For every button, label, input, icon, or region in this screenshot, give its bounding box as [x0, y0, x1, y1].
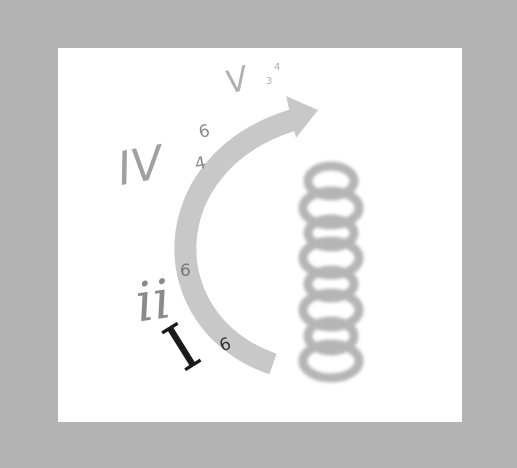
chord-ii-numeral: ii	[132, 267, 175, 334]
chord-V: V 4 3	[221, 58, 281, 102]
chord-IV-figure-top: 6	[197, 121, 212, 143]
stacked-eights-icon	[303, 166, 359, 378]
chord-V-figure-bottom: 3	[266, 76, 272, 87]
illustration-canvas: I 6 ii 6 IV 6 4 V 4 3	[58, 48, 462, 422]
chord-progression-illustration: I 6 ii 6 IV 6 4 V 4 3	[58, 48, 462, 422]
chord-ii-figure: 6	[180, 261, 191, 281]
chord-ii: ii 6	[132, 261, 191, 334]
chord-IV-numeral: IV	[113, 134, 170, 196]
chord-V-figure-top: 4	[274, 62, 280, 73]
chord-V-numeral: V	[221, 58, 256, 102]
chord-IV-figure-bottom: 4	[193, 153, 208, 175]
